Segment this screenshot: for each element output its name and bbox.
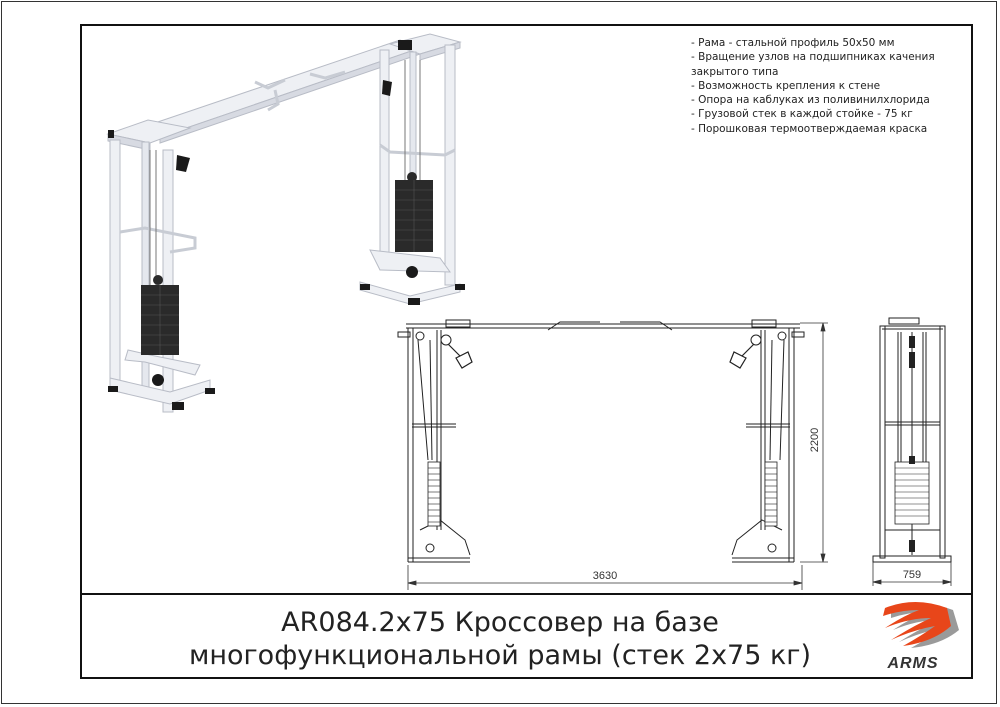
title-block-divider	[80, 593, 973, 595]
feature-item: - Порошковая термоотверждаемая краска	[691, 122, 928, 135]
feature-item: - Опора на каблуках из поливинилхлорида	[691, 94, 930, 107]
logo-swoosh-icon	[883, 602, 959, 648]
feature-item: - Рама - стальной профиль 50x50 мм	[691, 37, 895, 49]
height-dimension: 2200	[809, 428, 821, 452]
product-title-line-2: многофункциональной рамы (стек 2x75 кг)	[188, 640, 812, 671]
drawing-frame	[80, 24, 973, 679]
product-title-line-1: AR084.2x75 Кроссовер на базе	[281, 607, 719, 638]
feature-item: - Грузовой стек в каждой стойке - 75 кг	[691, 108, 913, 121]
arms-logo: ARMS	[883, 602, 959, 672]
side-view-drawing: 759	[872, 317, 952, 586]
feature-item: закрытого типа	[691, 65, 779, 78]
width-dimension: 3630	[593, 570, 617, 582]
features-list: - Рама - стальной профиль 50x50 мм - Вра…	[691, 36, 971, 136]
feature-item: - Возможность крепления к стене	[691, 79, 881, 92]
render-image	[106, 33, 465, 413]
product-title: AR084.2x75 Кроссовер на базе многофункци…	[180, 606, 820, 672]
feature-item: - Вращение узлов на подшипниках качения	[691, 51, 935, 64]
depth-dimension: 759	[903, 569, 921, 581]
logo-text: ARMS	[886, 655, 938, 672]
front-view-drawing: 3630 2200	[397, 319, 828, 590]
